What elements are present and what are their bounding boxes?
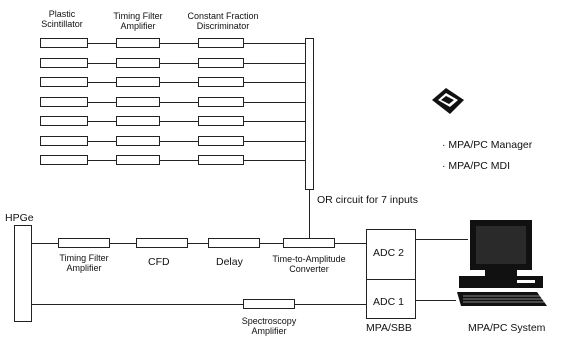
channel-line [40,121,305,122]
cfd-box [198,58,244,68]
cfd-box [198,77,244,87]
channel-line [40,82,305,83]
mpa-sbb-label: MPA/SBB [366,322,412,334]
timing-filter-amplifier-box [116,116,160,126]
spectroscopy-amplifier-label: Spectroscopy Amplifier [241,316,297,336]
adc2-label: ADC 2 [373,247,404,259]
cfd-box [198,38,244,48]
adc1-box [366,279,416,319]
hpge-tfa-label: Timing Filter Amplifier [59,253,109,273]
software-item-manager: · MPA/PC Manager [442,139,533,151]
scintillator-box [40,155,88,165]
adc1-label: ADC 1 [373,296,404,308]
or-output-line [309,190,310,238]
spectroscopy-line [32,304,366,305]
cfd-box [198,116,244,126]
cfd-label: CFD [148,256,170,268]
channel-line [40,160,305,161]
hpge-tfa-box [58,238,110,248]
floppy-disk-icon [432,88,464,114]
computer-icon [457,220,547,306]
delay-label: Delay [216,256,243,268]
spectroscopy-amplifier-box [243,299,295,309]
delay-box [208,238,260,248]
hpge-label: HPGe [5,212,34,224]
heading-timing-filter-amplifier: Timing Filter Amplifier [113,11,163,31]
channel-line [40,43,305,44]
scintillator-box [40,116,88,126]
or-circuit-box [305,38,314,190]
channel-line [40,63,305,64]
or-circuit-label: OR circuit for 7 inputs [317,194,418,206]
cfd-box [198,136,244,146]
hpge-timing-line [32,243,366,244]
tac-box [283,238,335,248]
adc2-to-pc-line [416,239,468,240]
scintillator-box [40,58,88,68]
cfd-box [198,155,244,165]
adc1-to-pc-line [416,300,456,301]
channel-line [40,141,305,142]
timing-filter-amplifier-box [116,155,160,165]
scintillator-box [40,97,88,107]
timing-filter-amplifier-box [116,58,160,68]
heading-constant-fraction-discriminator: Constant Fraction Discriminator [187,11,259,31]
scintillator-box [40,38,88,48]
timing-filter-amplifier-box [116,136,160,146]
timing-filter-amplifier-box [116,77,160,87]
scintillator-box [40,77,88,87]
hpge-detector-box [14,225,32,322]
heading-plastic-scintillator: Plastic Scintillator [41,9,83,29]
scintillator-box [40,136,88,146]
software-item-mdi: · MPA/PC MDI [442,160,511,172]
timing-filter-amplifier-box [116,38,160,48]
tac-label: Time-to-Amplitude Converter [272,254,346,274]
channel-line [40,102,305,103]
cfd-box [136,238,188,248]
pc-system-label: MPA/PC System [468,322,546,334]
cfd-box [198,97,244,107]
timing-filter-amplifier-box [116,97,160,107]
